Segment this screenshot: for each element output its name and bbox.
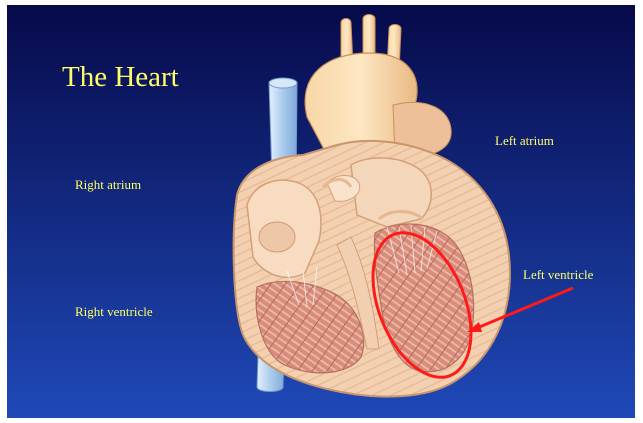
slide: The Heart Left atrium Right atrium Left … [7, 5, 635, 418]
slide-title: The Heart [62, 63, 179, 92]
heart-body [234, 141, 510, 397]
label-left-ventricle: Left ventricle [523, 268, 593, 281]
label-left-atrium: Left atrium [495, 134, 554, 147]
label-right-ventricle: Right ventricle [75, 305, 153, 318]
label-right-atrium: Right atrium [75, 178, 141, 191]
